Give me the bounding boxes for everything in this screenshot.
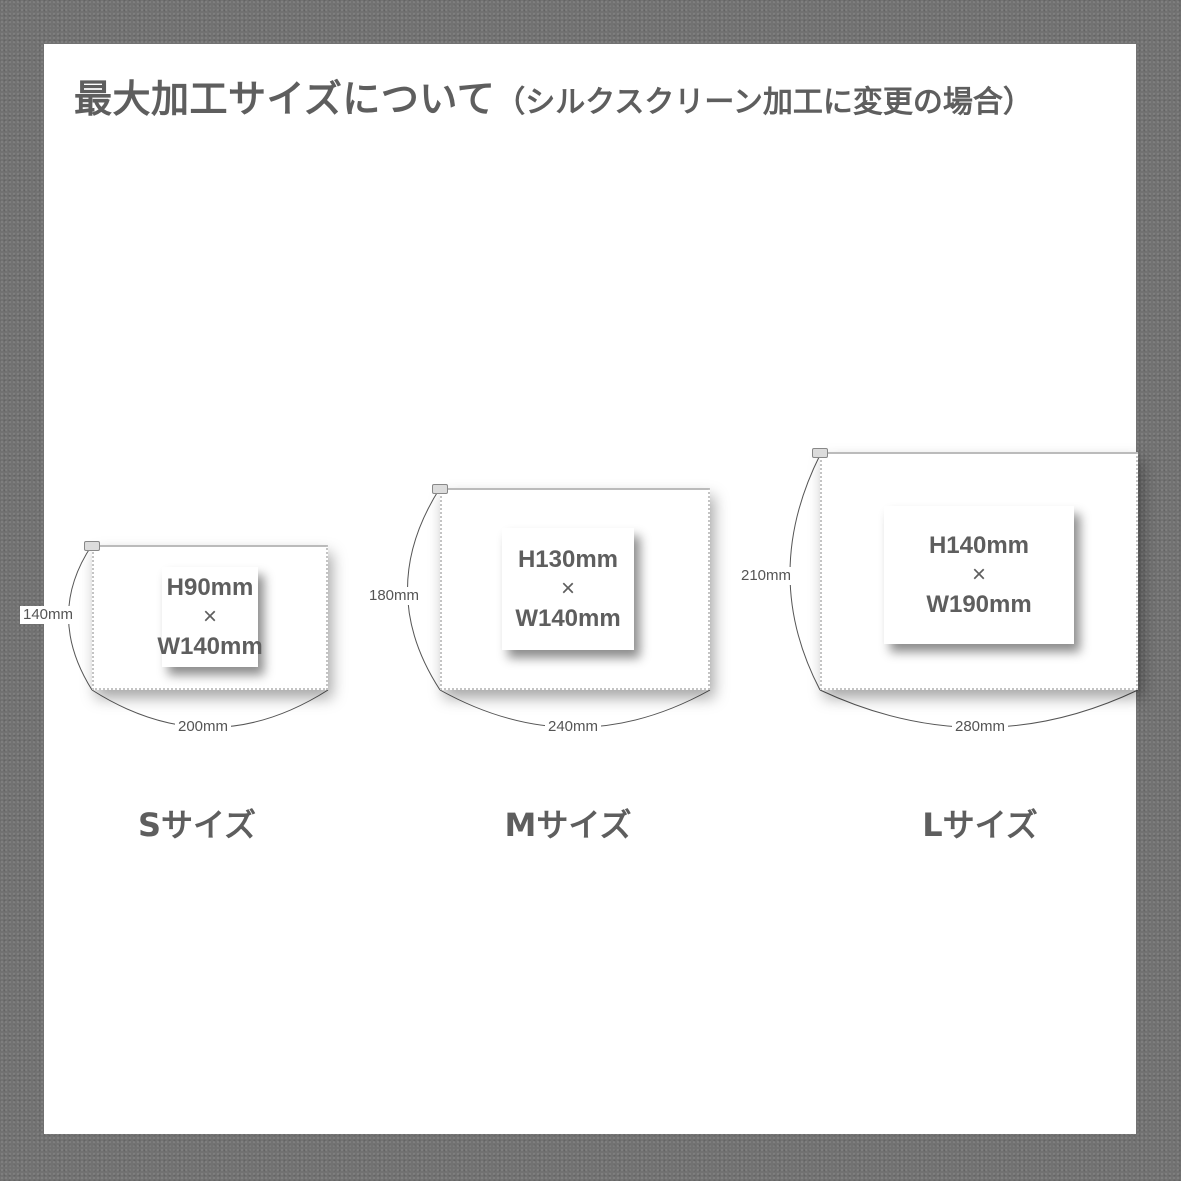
print-height-s: H90mm	[166, 574, 254, 602]
zipper-pull-icon	[432, 484, 448, 494]
print-height-l: H140mm	[928, 532, 1030, 560]
dimension-width-s: 200mm	[175, 718, 232, 736]
dimension-height-s: 140mm	[20, 606, 77, 624]
print-area-m: H130mm × W140mm	[502, 528, 634, 650]
l-height-arc	[789, 454, 821, 691]
print-width-m: W140mm	[515, 604, 621, 632]
title-sub: （シルクスクリーン加工に変更の場合）	[495, 85, 1033, 120]
dimension-width-l: 280mm	[952, 718, 1009, 736]
print-width-l: W190mm	[926, 590, 1032, 618]
print-area-s: H90mm × W140mm	[157, 567, 263, 667]
dimension-height-l: 210mm	[738, 567, 795, 585]
print-area-l: H140mm × W190mm	[884, 506, 1074, 644]
page-title: 最大加工サイズについて（シルクスクリーン加工に変更の場合）	[74, 68, 1033, 123]
times-sign-s: ×	[202, 603, 217, 631]
title-main: 最大加工サイズについて	[74, 77, 496, 121]
size-label-m: Mサイズ	[504, 806, 632, 844]
zipper-pull-icon	[84, 541, 100, 551]
size-label-l: Lサイズ	[922, 806, 1038, 844]
times-sign-l: ×	[971, 561, 986, 589]
zipper-pull-icon	[812, 448, 828, 458]
print-width-s: W140mm	[157, 632, 263, 660]
times-sign-m: ×	[560, 575, 575, 603]
pouch-m	[432, 484, 710, 690]
print-height-m: H130mm	[517, 546, 619, 574]
size-label-s: Sサイズ	[137, 806, 257, 844]
dimension-height-m: 180mm	[366, 587, 423, 605]
dimension-width-m: 240mm	[545, 718, 602, 736]
